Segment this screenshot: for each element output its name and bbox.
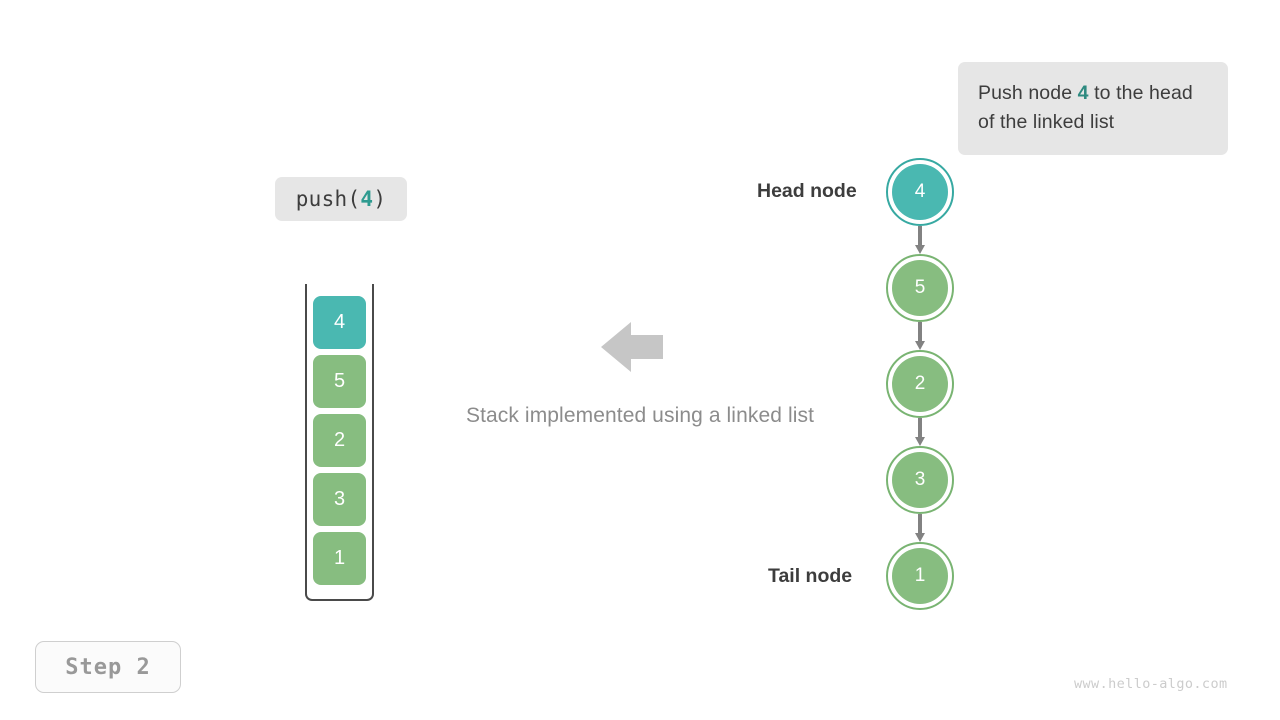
diagram-caption: Stack implemented using a linked list [465,404,815,427]
stack-cell: 1 [313,532,366,585]
watermark: www.hello-algo.com [1074,676,1228,692]
operation-chip: push(4) [275,177,407,221]
stack-container: 4 5 2 3 1 [305,284,374,601]
linked-list-node: 3 [886,446,954,514]
stack-cell-value: 4 [333,311,346,333]
tail-node-label: Tail node [768,565,853,587]
step-badge: Step 2 [35,641,181,693]
node-value: 4 [914,181,926,202]
stack-cell: 2 [313,414,366,467]
stack-cell-value: 1 [333,547,346,569]
node-value: 3 [914,469,926,490]
stack-cell-value: 2 [333,429,346,451]
operation-suffix: ) [373,187,387,211]
link-arrow-icon [915,514,925,542]
stack-cell-value: 3 [333,488,346,510]
link-arrow-icon [915,418,925,446]
head-node-label: Head node [757,180,857,202]
linked-list: 4 5 2 3 [886,158,954,610]
operation-value: 4 [360,187,374,211]
linked-list-node: 2 [886,350,954,418]
node-value: 2 [914,373,926,394]
stack-cell-list: 4 5 2 3 1 [313,296,366,591]
node-value: 5 [914,277,926,298]
info-text-before: Push node [978,82,1078,104]
link-arrow-icon [915,322,925,350]
linked-list-node-tail: 1 [886,542,954,610]
operation-prefix: push( [295,187,361,211]
link-arrow-icon [915,226,925,254]
stack-cell: 5 [313,355,366,408]
equivalence-arrow-left-icon [601,318,663,381]
info-text-after: to the head of the linked list [978,82,1193,133]
info-highlight-value: 4 [1077,82,1089,104]
info-callout: Push node 4 to the head of the linked li… [958,62,1228,155]
stack-cell: 3 [313,473,366,526]
linked-list-node: 5 [886,254,954,322]
node-value: 1 [914,565,926,586]
stack-cell: 4 [313,296,366,349]
stack-frame [305,284,374,601]
stack-cell-value: 5 [333,370,346,392]
linked-list-node-head: 4 [886,158,954,226]
